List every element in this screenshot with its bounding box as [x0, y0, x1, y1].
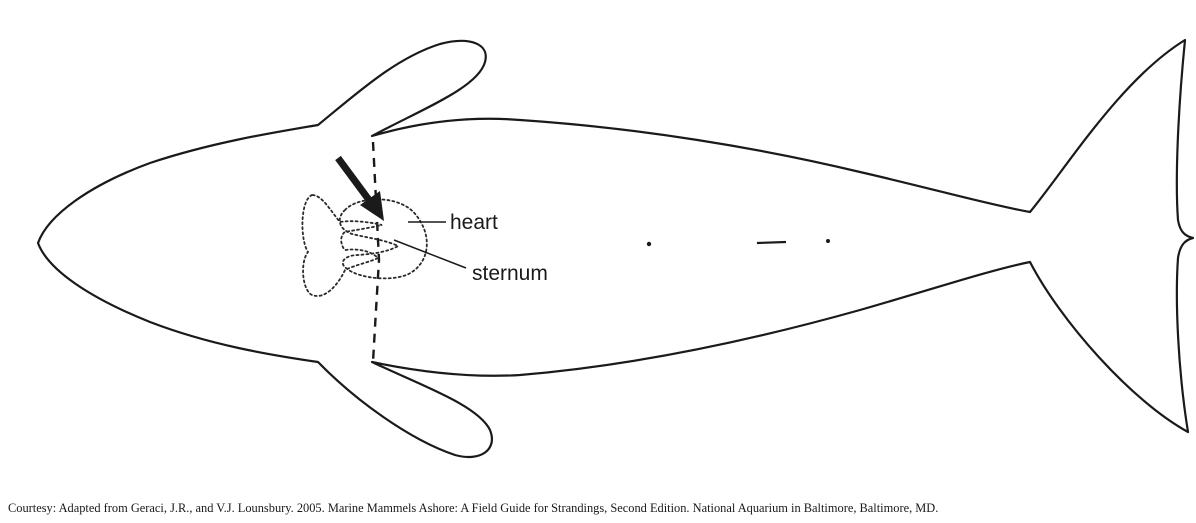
sternum-leader-line — [394, 240, 466, 268]
midline-dash-mark — [757, 242, 786, 243]
heart-label: heart — [450, 211, 498, 234]
whale-body-outline — [38, 40, 1193, 457]
midline-dot-mark-2 — [826, 239, 830, 243]
midline-dot-mark — [647, 242, 651, 246]
sternum-label: sternum — [472, 262, 548, 285]
figure-caption: Courtesy: Adapted from Geraci, J.R., and… — [8, 501, 938, 516]
arrow-icon — [338, 158, 384, 221]
